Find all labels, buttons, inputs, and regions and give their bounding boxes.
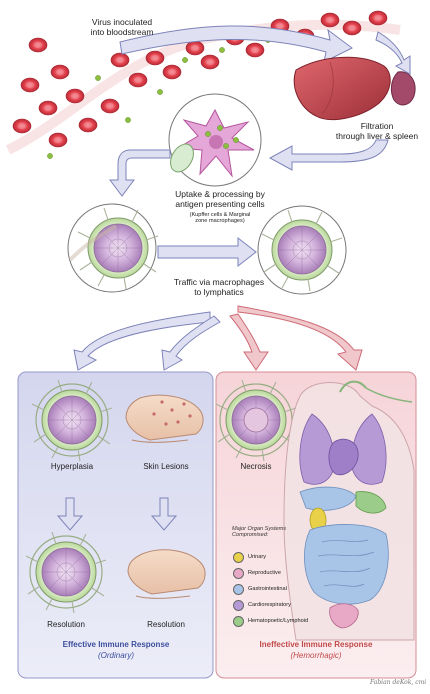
- virus-particle-cluster: [170, 143, 194, 173]
- label-hyperplasia: Hyperplasia: [50, 462, 94, 471]
- organ-legend-title-line2: Compromised:: [232, 532, 269, 539]
- torso-organs: [283, 380, 415, 641]
- ineffective-response-title: Ineffective Immune Response: [259, 640, 373, 649]
- hyperplasia-node: [31, 379, 113, 462]
- organ-legend-item: Urinary: [233, 551, 266, 563]
- label-filtration: Filtration through liver & spleen: [322, 121, 430, 142]
- organ-legend-item: Reproductive: [233, 567, 281, 579]
- organ-legend-swatch: [233, 551, 244, 563]
- label-virus-inoculated: Virus inoculated into bloodstream: [62, 17, 182, 38]
- lymph-node-infected: [67, 203, 159, 293]
- organ-legend-label: Cardiorespiratory: [248, 602, 291, 608]
- arrow-skin-resolution: [150, 497, 178, 531]
- organ-legend-item: Cardiorespiratory: [233, 599, 291, 611]
- label-uptake-sub-line2: zone macrophages): [195, 218, 245, 225]
- label-uptake: Uptake & processing by antigen presentin…: [150, 189, 290, 210]
- ineffective-response-subtitle: (Hemorrhagic): [290, 651, 342, 660]
- label-virus-inoculated-line2: into bloodstream: [90, 26, 154, 37]
- organ-legend-label: Reproductive: [248, 570, 281, 576]
- organ-legend-label: Urinary: [248, 554, 267, 560]
- arrow-to-liver: [119, 25, 353, 63]
- label-resolution-left: Resolution: [47, 620, 85, 629]
- organ-legend-swatch: [233, 567, 244, 579]
- organ-legend-swatch: [233, 583, 244, 595]
- arrow-hyperplasia-resolution: [56, 497, 84, 531]
- label-necrosis: Necrosis: [240, 462, 272, 471]
- label-virus-inoculated-line1: Virus inoculated: [91, 17, 153, 27]
- organ-legend-item: Gastrointestinal: [233, 583, 287, 595]
- effective-response-title: Effective Immune Response: [62, 640, 170, 649]
- organ-legend-swatch: [233, 599, 244, 611]
- label-traffic-line2: to lymphatics: [194, 286, 244, 297]
- healed-hand: [127, 549, 206, 599]
- arrow-to-spleen: [375, 31, 411, 75]
- label-traffic: Traffic via macrophages to lymphatics: [152, 277, 286, 298]
- branch-arrows: [73, 305, 363, 371]
- arrow-traffic: [157, 236, 257, 268]
- label-uptake-sub: (Kupffer cells & Marginal zone macrophag…: [170, 212, 270, 225]
- organ-legend-label: Gastrointestinal: [248, 586, 287, 592]
- apc-cell-illustration: [168, 93, 262, 187]
- lymph-node-trafficked: [257, 205, 347, 295]
- label-skin-lesions: Skin Lesions: [143, 462, 189, 471]
- spleen-illustration: [390, 71, 416, 106]
- arrow-apc-to-lymph: [109, 149, 171, 197]
- arrow-filtration-to-apc: [268, 139, 389, 171]
- label-filtration-line2: through liver & spleen: [335, 130, 419, 141]
- artist-signature: Fabian deKok, cmi: [370, 679, 427, 686]
- organ-legend-swatch: [233, 615, 244, 627]
- organ-legend-title: Major Organ Systems Compromised:: [232, 526, 322, 539]
- organ-legend-item: Hematopoetic/Lymphoid: [233, 615, 308, 627]
- organ-legend-label: Hematopoetic/Lymphoid: [248, 618, 309, 624]
- label-uptake-line1: Uptake & processing by: [175, 189, 265, 199]
- label-traffic-line1: Traffic via macrophages: [173, 277, 265, 287]
- effective-response-subtitle: (Ordinary): [97, 651, 134, 660]
- label-filtration-line1: Filtration: [360, 121, 394, 131]
- skin-lesion-hand: [125, 394, 204, 443]
- label-uptake-line2: antigen presenting cells: [175, 198, 265, 209]
- label-resolution-right: Resolution: [147, 620, 185, 629]
- resolution-node: [25, 531, 107, 614]
- label-uptake-sub-line1: (Kupffer cells & Marginal: [189, 212, 251, 218]
- liver-illustration: [293, 56, 391, 121]
- organ-legend-title-line1: Major Organ Systems: [232, 526, 287, 532]
